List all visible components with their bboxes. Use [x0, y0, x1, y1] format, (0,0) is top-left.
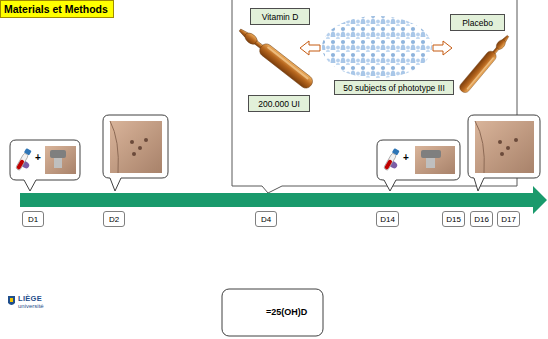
irradiation-photo [45, 146, 76, 174]
day-box: D17 [497, 211, 520, 227]
day-box: D4 [255, 211, 277, 227]
plus-sign: + [403, 152, 409, 163]
timeline-band [20, 186, 547, 214]
node-text: 50 subjects of phototype III [343, 83, 445, 93]
node-text: D17 [501, 215, 516, 224]
day-box: D15 [442, 211, 465, 227]
callout-bubble [468, 115, 540, 191]
skin-photo [475, 121, 534, 173]
day-box: D14 [376, 211, 399, 227]
node-text: 200.000 UI [258, 99, 300, 109]
dose-box: 200.000 UI [248, 95, 310, 112]
node-text: D1 [28, 215, 38, 224]
placebo-ampoule [458, 33, 512, 95]
blood-tube-icon [383, 148, 404, 174]
subjects-box: 50 subjects of phototype III [334, 80, 454, 95]
label-box: Placebo [450, 14, 505, 31]
label-box: Vitamin D [250, 8, 310, 25]
callout-bubble [10, 140, 80, 191]
node-text: D14 [380, 215, 395, 224]
day-box: D2 [103, 211, 125, 227]
blood-tube-icon [15, 148, 36, 174]
callout-bubble [103, 115, 168, 191]
plus-sign: + [35, 152, 41, 163]
node-text: D2 [109, 215, 119, 224]
node-text: Vitamin D [262, 12, 299, 22]
legend-text: =25(OH)D [266, 307, 307, 317]
irradiation-photo [415, 146, 455, 174]
skin-photo [110, 121, 162, 173]
logo-subtext: université [18, 303, 44, 309]
node-text: D16 [474, 215, 489, 224]
crowd-picture [322, 16, 432, 78]
day-box: D16 [470, 211, 493, 227]
node-text: Placebo [462, 18, 493, 28]
vitamin-d-ampoule [236, 25, 315, 91]
logo-emblem [8, 296, 15, 305]
legend-frame [222, 289, 323, 336]
block-arrow [300, 41, 320, 55]
logo-text: LIÈGE [18, 294, 42, 303]
block-arrow [433, 41, 452, 55]
node-text: D4 [261, 215, 271, 224]
section-title: Materials et Methods [0, 0, 114, 18]
day-box: D1 [22, 211, 44, 227]
callout-bubble [377, 140, 460, 191]
node-text: D15 [446, 215, 461, 224]
